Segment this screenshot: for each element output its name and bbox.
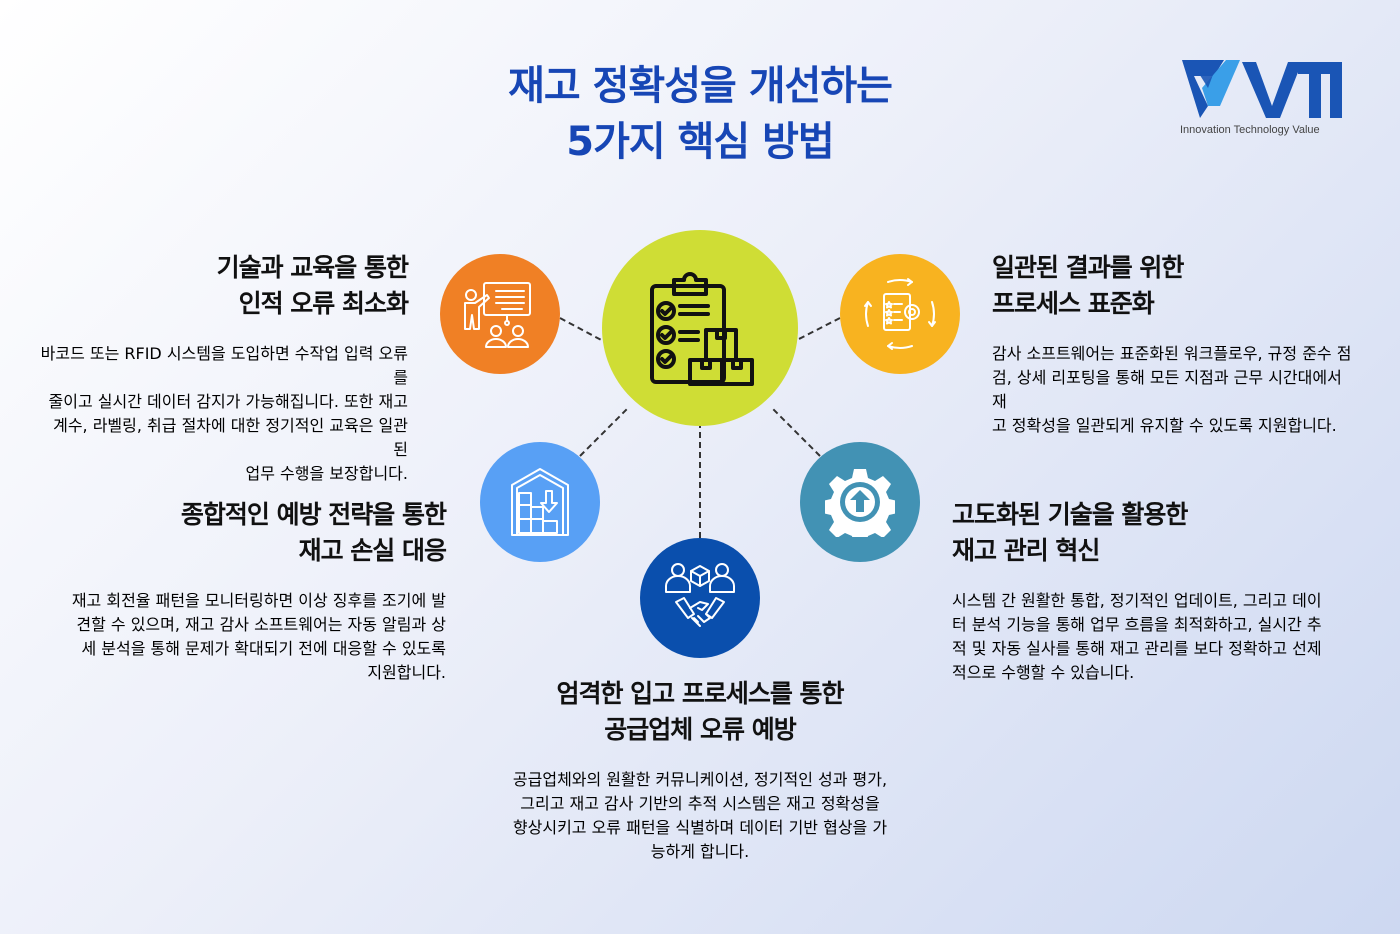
center-hub-circle	[602, 230, 798, 426]
presentation-training-icon	[464, 282, 531, 348]
receiving-circle	[640, 538, 760, 658]
training-circle	[440, 254, 560, 374]
page-title: 재고 정확성을 개선하는 5가지 핵심 방법	[400, 58, 1000, 170]
method-training: 기술과 교육을 통한 인적 오류 최소화 바코드 또는 RFID 시스템을 도입…	[40, 250, 409, 502]
method-title: 고도화된 기술을 활용한 재고 관리 혁신	[952, 500, 1188, 565]
method-title: 일관된 결과를 위한 프로세스 표준화	[992, 253, 1184, 318]
process-cycle-checklist-gear-icon	[864, 278, 936, 350]
logo-tagline: Innovation Technology Value	[1180, 124, 1320, 136]
method-title: 종합적인 예방 전략을 통한 재고 손실 대응	[180, 500, 447, 565]
clipboard-checklist-boxes-icon	[650, 272, 754, 386]
gear-upgrade-icon	[825, 469, 895, 537]
method-prevention: 종합적인 예방 전략을 통한 재고 손실 대응 재고 회전율 패턴을 모니터링하…	[60, 497, 447, 701]
title-line-2: 5가지 핵심 방법	[566, 119, 834, 165]
technology-circle	[800, 442, 920, 562]
prevention-circle	[480, 442, 600, 562]
method-title: 기술과 교육을 통한 인적 오류 최소화	[216, 253, 409, 318]
title-line-1: 재고 정확성을 개선하는	[508, 63, 893, 109]
standardization-circle	[840, 254, 960, 374]
method-technology: 고도화된 기술을 활용한 재고 관리 혁신 시스템 간 원활한 통합, 정기적인…	[952, 497, 1332, 701]
method-receiving: 엄격한 입고 프로세스를 통한 공급업체 오류 예방 공급업체와의 원활한 커뮤…	[500, 676, 900, 880]
vti-logo: Innovation Technology Value	[1180, 58, 1350, 143]
supplier-handshake-icon	[665, 563, 735, 627]
warehouse-boxes-icon	[511, 468, 569, 536]
vti-logo-mark-icon	[1182, 60, 1342, 118]
method-standardization: 일관된 결과를 위한 프로세스 표준화 감사 소프트웨어는 표준화된 워크플로우…	[992, 250, 1352, 454]
method-title: 엄격한 입고 프로세스를 통한 공급업체 오류 예방	[556, 679, 844, 744]
